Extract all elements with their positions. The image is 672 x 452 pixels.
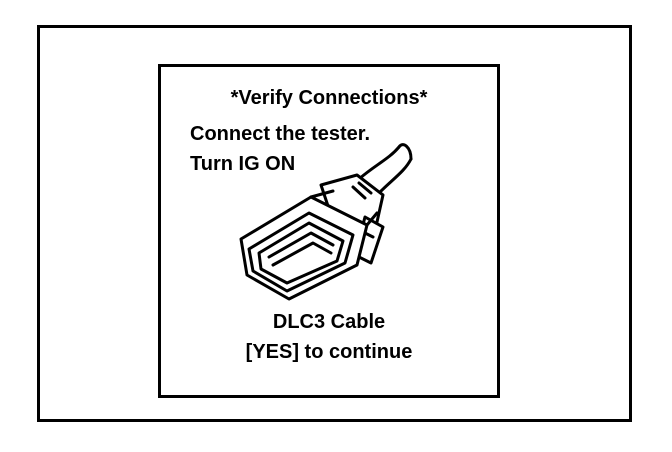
tester-screen-panel: *Verify Connections* Connect the tester.… xyxy=(158,64,500,398)
caption-yes-to-continue: [YES] to continue xyxy=(245,341,413,363)
dlc3-cable-connector-icon xyxy=(239,143,413,301)
instruction-connect-tester: Connect the tester. xyxy=(190,123,371,145)
instruction-turn-ig-on: Turn IG ON xyxy=(190,153,296,175)
caption-dlc3-cable: DLC3 Cable xyxy=(272,311,386,333)
screen-title: *Verify Connections* xyxy=(230,87,428,109)
